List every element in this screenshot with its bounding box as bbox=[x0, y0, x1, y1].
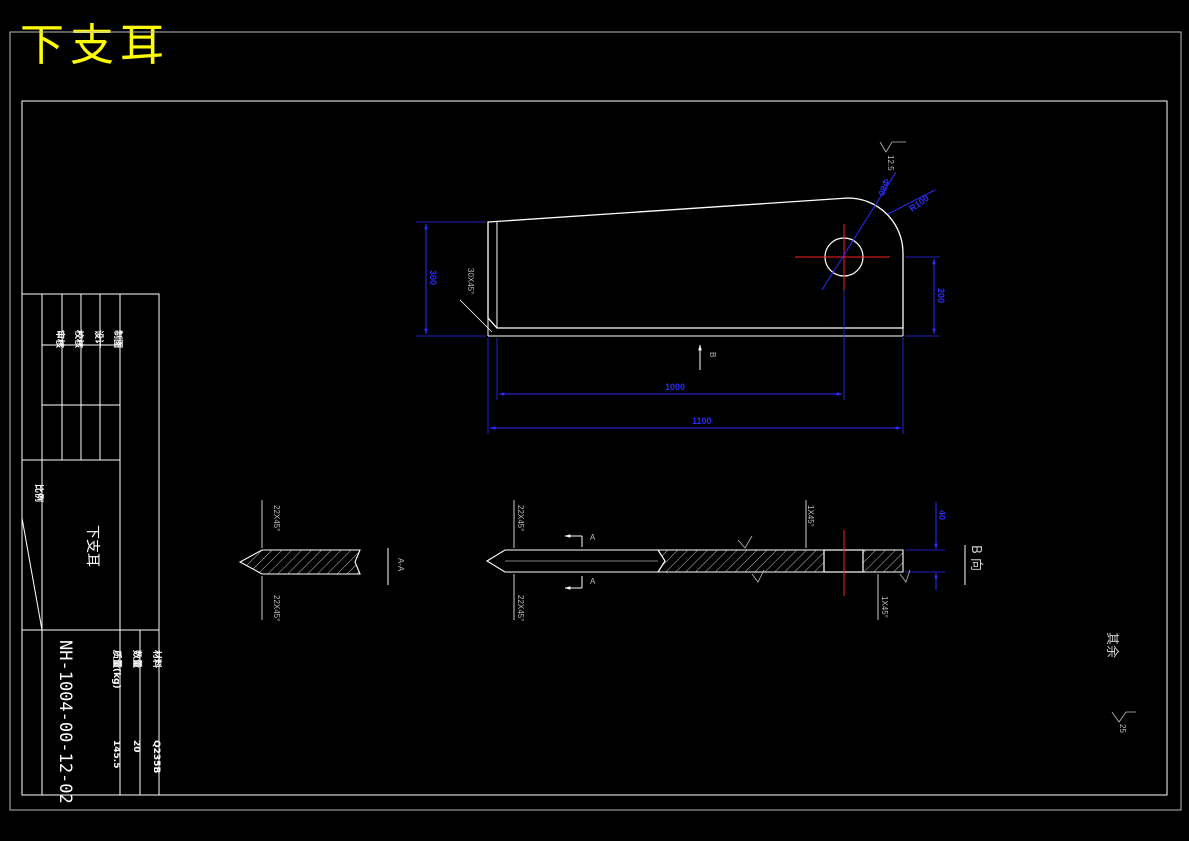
dim-hole-diameter: Φ80 bbox=[876, 177, 891, 197]
chamfer-side-right-top: 1X45° bbox=[806, 505, 815, 527]
dim-radius: R100 bbox=[907, 193, 930, 214]
dim-length-1100: 1100 bbox=[692, 416, 712, 426]
chamfer-a-top: 22X45° bbox=[272, 505, 281, 531]
dim-height-right: 200 bbox=[936, 288, 946, 303]
dim-length-1000: 1000 bbox=[665, 382, 685, 392]
side-view: 22X45° 22X45° 1X45° 1X45° 40 A A B 向 bbox=[485, 500, 984, 621]
section-a-a: 22X45° 22X45° A-A bbox=[238, 500, 405, 621]
drawing-title: 下支耳 bbox=[20, 20, 170, 71]
role-label: 设计 bbox=[93, 330, 105, 348]
roughness-main: 12.5 bbox=[886, 155, 895, 171]
drawing-number: NH-1004-00-12-02 bbox=[55, 640, 75, 804]
main-view: 300 30X45° 200 1000 1100 Φ80 R100 12.5 B bbox=[416, 141, 946, 434]
role-label: 制图 bbox=[112, 330, 124, 348]
chamfer-side-left-bottom: 22X45° bbox=[516, 595, 525, 621]
chamfer-side-right-bottom: 1X45° bbox=[880, 596, 889, 618]
view-arrow-b: B bbox=[708, 352, 717, 357]
outer-frame bbox=[9, 31, 1182, 811]
prop-label-material: 材料 bbox=[151, 649, 163, 668]
title-block: 制图 设计 校核 审核 比例 下支耳 NH-1004-00-12-02 材料 数… bbox=[21, 293, 163, 804]
roughness-symbol bbox=[1111, 711, 1136, 723]
surface-note-value: 25 bbox=[1118, 724, 1127, 733]
part-outline bbox=[487, 197, 904, 329]
prop-label-mass: 质量(kg) bbox=[111, 650, 123, 689]
dim-height-left: 300 bbox=[428, 270, 438, 285]
scale-label: 比例 bbox=[33, 484, 45, 502]
chamfer-a-bottom: 22X45° bbox=[272, 595, 281, 621]
section-mark-bottom: A bbox=[590, 577, 596, 586]
section-label-a-a: A-A bbox=[396, 558, 405, 572]
section-mark-top: A bbox=[590, 533, 596, 542]
inner-frame bbox=[21, 100, 1168, 796]
prop-label-quantity: 数量 bbox=[131, 650, 143, 668]
role-label: 校核 bbox=[73, 330, 85, 348]
dim-thickness: 40 bbox=[937, 510, 947, 520]
role-label: 审核 bbox=[54, 330, 66, 348]
surface-note-text: 其余 bbox=[1104, 632, 1120, 658]
view-label-b: B 向 bbox=[968, 545, 984, 571]
prop-value-material: Q235B bbox=[151, 740, 161, 773]
chamfer-side-left-top: 22X45° bbox=[516, 505, 525, 531]
prop-value-quantity: 20 bbox=[131, 740, 141, 753]
part-name: 下支耳 bbox=[84, 525, 100, 567]
prop-value-mass: 145.5 bbox=[111, 740, 121, 768]
surface-note: 其余 25 bbox=[1104, 632, 1136, 733]
dim-chamfer-main: 30X45° bbox=[466, 268, 475, 294]
